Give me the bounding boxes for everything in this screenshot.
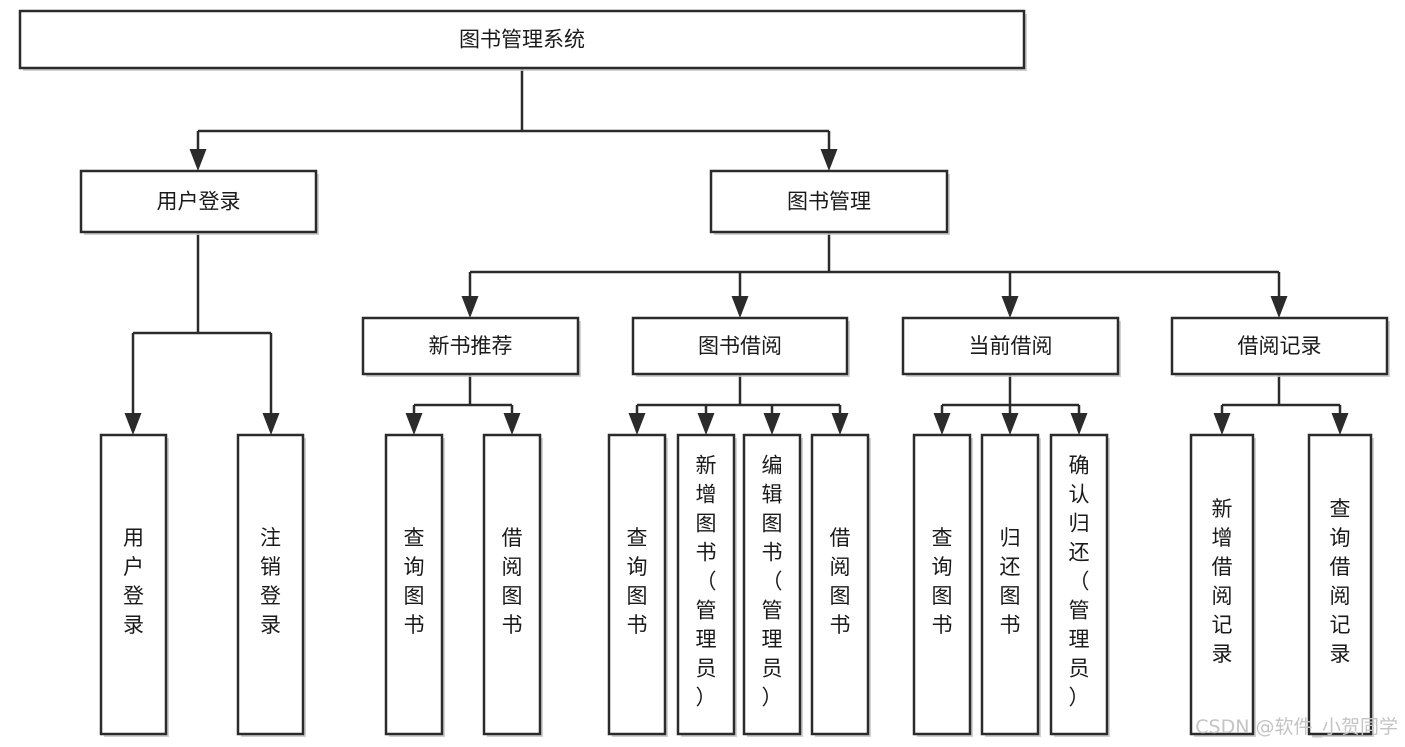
node-label: 用户登录: [123, 526, 144, 637]
node-label: 图书管理: [787, 190, 871, 214]
node-label: 当前借阅: [969, 334, 1053, 358]
node-label: 查询图书: [404, 526, 425, 637]
node-leaf-borrow-book-1[interactable]: 借阅图书: [482, 433, 543, 737]
connector-user-login-bus: [124, 232, 280, 435]
node-label: 查询借阅记录: [1330, 497, 1351, 666]
connector-book-management-bus: [461, 232, 1288, 318]
node-leaf-add-book[interactable]: 新增图书（管理员）: [676, 433, 737, 737]
connector-current-borrow-bus: [933, 374, 1088, 435]
node-borrow-record[interactable]: 借阅记录: [1170, 316, 1390, 377]
node-label: 查询图书: [932, 526, 953, 637]
node-leaf-edit-book[interactable]: 编辑图书（管理员）: [742, 433, 803, 737]
node-label: 图书借阅: [698, 334, 782, 358]
node-book-management[interactable]: 图书管理: [709, 169, 950, 235]
connector-new-book-bus: [405, 374, 521, 435]
connector-root-bus: [189, 68, 838, 171]
node-user-login[interactable]: 用户登录: [79, 169, 319, 235]
node-layer: 图书管理系统用户登录图书管理新书推荐图书借阅当前借阅借阅记录用户登录注销登录查询…: [18, 9, 1390, 737]
node-leaf-return-book[interactable]: 归还图书: [980, 433, 1041, 737]
node-label: 归还图书: [1000, 526, 1021, 637]
node-current-borrow[interactable]: 当前借阅: [901, 316, 1121, 377]
node-leaf-query-record[interactable]: 查询借阅记录: [1307, 433, 1374, 737]
node-label: 新书推荐: [429, 334, 513, 358]
node-leaf-user-login[interactable]: 用户登录: [99, 433, 169, 737]
node-leaf-query-book-3[interactable]: 查询图书: [912, 433, 973, 737]
node-new-book-recommend[interactable]: 新书推荐: [361, 316, 581, 377]
node-label: 注销登录: [260, 526, 281, 637]
node-leaf-borrow-book-2[interactable]: 借阅图书: [810, 433, 871, 737]
node-label: 确认归还（管理员）: [1069, 454, 1090, 710]
node-label: 借阅记录: [1238, 334, 1322, 358]
node-label: 用户登录: [157, 190, 241, 214]
node-leaf-logout[interactable]: 注销登录: [236, 433, 306, 737]
connector-borrow-record-bus: [1213, 374, 1349, 435]
node-label: 新增图书（管理员）: [696, 454, 717, 710]
node-label: 图书管理系统: [459, 28, 585, 52]
node-leaf-query-book-2[interactable]: 查询图书: [607, 433, 668, 737]
node-root-图书管理系统[interactable]: 图书管理系统: [18, 9, 1027, 71]
node-leaf-add-record[interactable]: 新增借阅记录: [1189, 433, 1256, 737]
node-label: 借阅图书: [502, 526, 523, 637]
node-book-borrow[interactable]: 图书借阅: [631, 316, 850, 377]
node-label: 新增借阅记录: [1212, 497, 1233, 666]
node-leaf-query-book-1[interactable]: 查询图书: [384, 433, 445, 737]
node-label: 查询图书: [627, 526, 648, 637]
connector-layer: [124, 68, 1349, 435]
csdn-watermark: CSDN @软件_小贺同学: [1195, 716, 1398, 738]
node-leaf-confirm-return[interactable]: 确认归还（管理员）: [1049, 433, 1110, 737]
node-label: 借阅图书: [830, 526, 851, 637]
node-label: 编辑图书（管理员）: [762, 454, 783, 710]
connector-book-borrow-bus: [628, 374, 849, 435]
